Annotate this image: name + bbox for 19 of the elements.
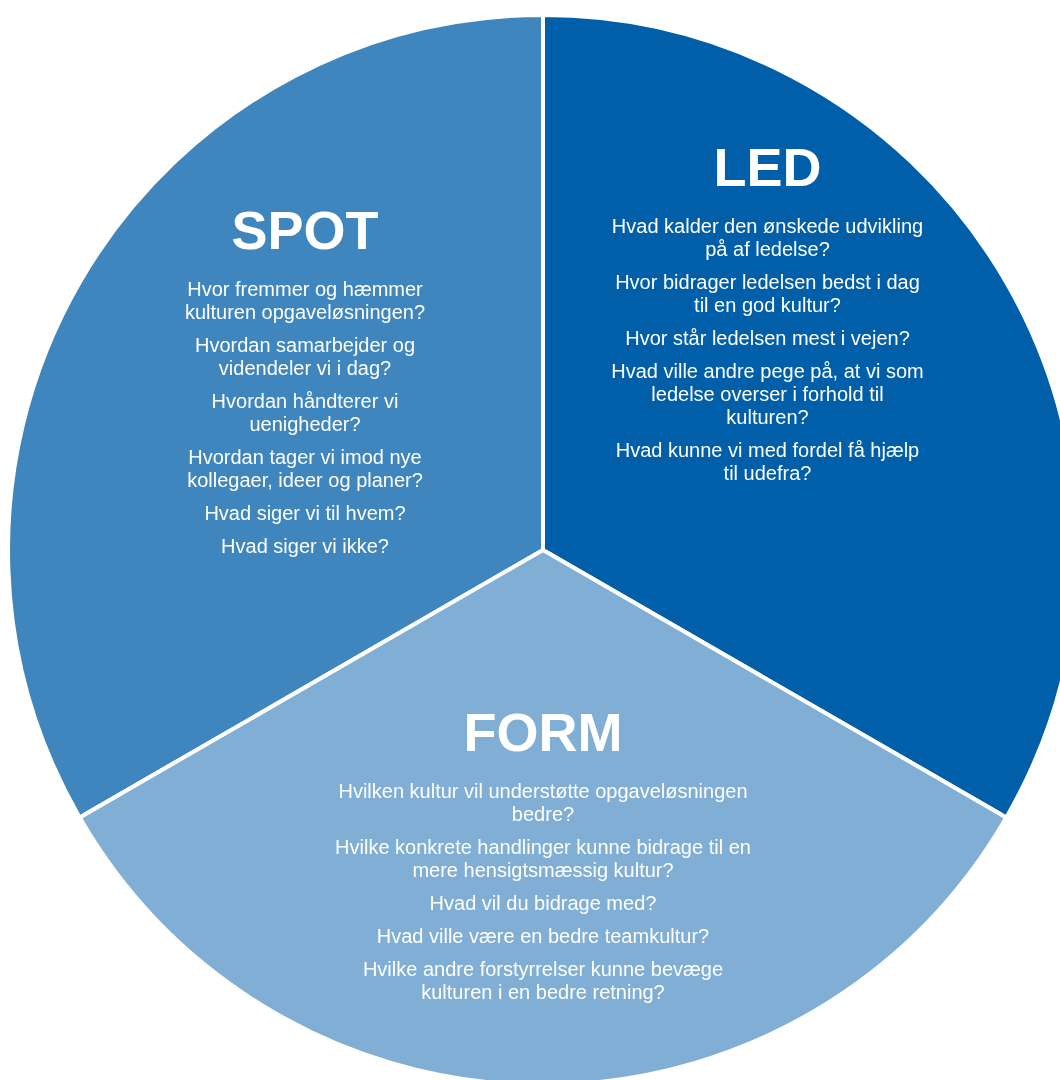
question-text: Hvad siger vi til hvem? [203,502,407,525]
segment-title: FORM [463,702,623,762]
segment-title: SPOT [231,200,379,260]
question-text: Hvad kunne vi med fordel få hjælp til udefra? [614,439,921,485]
question-text: Hvor bidrager ledelsen bedst i dag til en god kultur? [614,271,921,317]
question-text: Hvilke konkrete handlinger kunne bidrage til en mere hensigtsmæssig kultur? [334,836,752,882]
question-text: Hvilke andre forstyrrelser kunne bevæge kulturen i en bedre retning? [361,958,725,1004]
question-text: Hvad ville være en bedre teamkultur? [375,925,711,948]
question-text: Hvilken kultur vil understøtte opgaveløsningen bedre? [337,780,749,826]
question-text: Hvor fremmer og hæmmer kulturen opgaveløsningen? [183,278,427,324]
question-text: Hvad kalder den ønskede udvikling på af ledelse? [610,215,925,261]
question-text: Hvad siger vi ikke? [220,535,390,558]
question-text: Hvor står ledelsen mest i vejen? [624,327,911,350]
segment-title: LED [713,137,822,197]
question-text: Hvad ville andre pege på, at vi som ledelse overser i forhold til kulturen? [610,360,925,429]
question-text: Hvad vil du bidrage med? [428,892,658,915]
question-text: Hvordan håndterer vi uenigheder? [210,390,400,436]
question-text: Hvordan samarbejder og videndeler vi i dag? [193,334,417,380]
question-text: Hvordan tager vi imod nye kollegaer, ideer og planer? [186,446,424,492]
